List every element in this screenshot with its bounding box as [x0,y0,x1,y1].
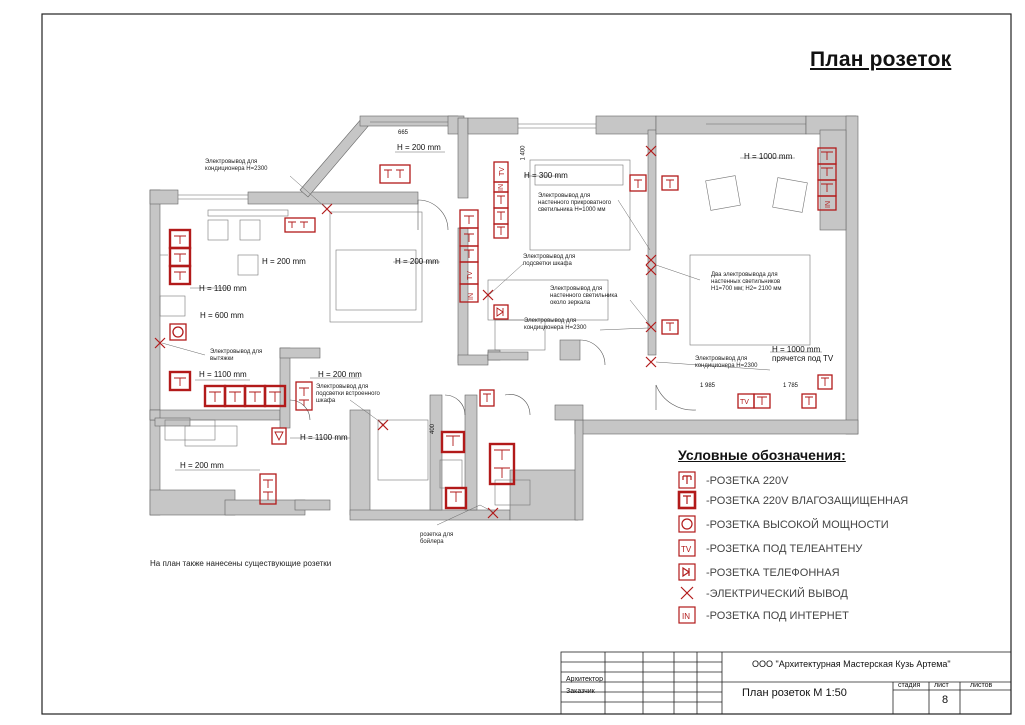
dim-1785: 1 785 [783,383,799,389]
legend-item-high-power-socket: -РОЗЕТКА ВЫСОКОЙ МОЩНОСТИ [706,519,889,531]
high-power-socket [169,323,187,341]
legend-item-tv-socket: -РОЗЕТКА ПОД ТЕЛЕАНТЕНУ [706,543,863,555]
svg-text:IN: IN [682,612,690,621]
legend-item-phone-socket: -РОЗЕТКА ТЕЛЕФОННАЯ [706,567,840,579]
walls [149,115,859,521]
svg-text:IN: IN [498,184,505,191]
bath-socket [479,389,495,407]
doors [289,199,697,421]
legend-title: Условные обозначения: [678,447,846,463]
stamp-drawing-name: План розеток М 1:50 [742,687,847,699]
bath-waterproof-socket [440,430,466,454]
drawing-title: План розеток [810,48,952,71]
bath-waterproof-socket [444,486,468,510]
stamp-sheet-number: 8 [942,694,949,706]
phone-socket-icon [678,563,696,581]
stamp-sheet-label: лист [934,682,949,689]
kitchen-socket [168,370,192,392]
bedroom2-socket [801,393,817,409]
bath-waterproof-socket [488,442,516,486]
stamp-stage-label: стадия [898,682,921,689]
stamp-architect-label: Архитектор [566,676,603,683]
title-block [560,651,1012,715]
dim-h1000-bottom: Н = 1000 mm [772,345,821,354]
label-two-wall-lights: Два электровывода для настенных светильн… [711,272,782,292]
label-hood: Электровывод для вытяжки [210,349,263,362]
legend-symbol-text: TV IN [681,545,692,621]
dim-h600: Н = 600 mm [200,311,244,320]
dim-1985: 1 985 [700,383,716,389]
bedroom1-socket [629,174,647,192]
label-mirror-light: Электровывод для настенного светильника … [550,286,618,306]
tv-socket-icon [678,539,696,557]
dim-h1100-b: Н = 1100 mm [199,370,247,379]
bedroom1-socket [661,175,679,191]
label-bedside-light: Электровывод для настенного прикроватног… [538,193,612,213]
stamp-sheets-label: листов [970,682,993,689]
bedroom2-internet-socket [817,195,837,211]
furniture [159,159,811,506]
legend-item-internet-socket: -РОЗЕТКА ПОД ИНТЕРНЕТ [706,610,849,622]
label-builtin-wardrobe: Электровывод для подсветки встроенного ш… [316,384,380,404]
sockets [168,147,837,510]
label-ac-bedroom2: Электровывод для кондиционера Н=2300 [695,356,758,369]
dim-hidden-tv: прячется под TV [772,354,834,363]
kitchen-waterproof-socket [263,384,287,408]
internet-socket-icon [678,606,696,624]
bedroom2-socket [753,393,771,409]
bedroom1-socket [493,223,509,239]
dim-h1100-a: Н = 1100 mm [199,284,247,293]
dim-h200-kitchen: Н = 200 mm [262,257,306,266]
existing-sockets-note: На план также нанесены существующие розе… [150,559,332,568]
socket-glyphs [174,151,833,502]
dim-h200-balcony: Н = 200 mm [397,143,441,152]
leader-lines [160,151,822,526]
svg-text:TV: TV [740,399,749,406]
legend-symbols [677,471,697,624]
kitchen-waterproof-socket [168,264,192,286]
svg-text:TV: TV [499,167,506,176]
dim-665: 665 [398,130,409,136]
dim-h200-bottom: Н = 200 mm [180,461,224,470]
label-boiler: розетка для бойлера [420,532,454,545]
label-ac-bedroom1: Электровывод для кондиционера Н=2300 [524,318,587,331]
legend-item-waterproof-socket: -РОЗЕТКА 220V ВЛАГОЗАЩИЩЕННАЯ [706,495,909,507]
sheet-frame [41,13,1012,715]
svg-text:IN: IN [825,201,832,208]
dim-h200-living: Н = 200 mm [395,257,439,266]
bedroom1-phone-socket [493,304,509,320]
label-ac-living: Электровывод для кондиционера Н=2300 [205,159,268,172]
svg-text:TV: TV [467,271,474,280]
dim-h1000-top: Н = 1000 mm [744,152,793,161]
dim-h300: Н = 300 mm [524,171,568,180]
dim-400: 400 [430,423,437,435]
stamp-customer-label: Заказчик [566,688,595,695]
stamp-organization: ООО "Архитектурная Мастерская Кузь Артем… [752,659,951,669]
high-power-socket-icon [678,515,696,533]
dim-h1100-c: Н = 1100 mm [300,433,348,442]
dim-h200-hall: Н = 200 mm [318,370,362,379]
legend-item-electrical-outlet: -ЭЛЕКТРИЧЕСКИЙ ВЫВОД [706,588,848,600]
svg-text:TV: TV [681,545,692,554]
hall-socket [295,381,313,411]
bedroom1-socket [661,319,679,335]
socket-220v-icon [678,471,696,489]
balcony-socket [379,164,411,184]
dim-1400: 1 400 [520,145,527,161]
bedroom2-socket [817,374,833,390]
plan-socket-text: TV IN TV IN IN TV [467,167,832,406]
svg-text:IN: IN [468,293,475,300]
electrical-outlet-icon [680,586,694,600]
windows [178,121,806,200]
waterproof-socket-icon [677,490,697,510]
hall-socket [259,473,277,505]
label-wardrobe-light: Электровывод для подсветки шкафа [523,254,576,267]
living-socket [284,217,316,233]
hall-phone-socket [271,427,287,445]
bedroom1-internet-socket [459,283,479,303]
legend-item-socket-220v: -РОЗЕТКА 220V [706,475,789,487]
